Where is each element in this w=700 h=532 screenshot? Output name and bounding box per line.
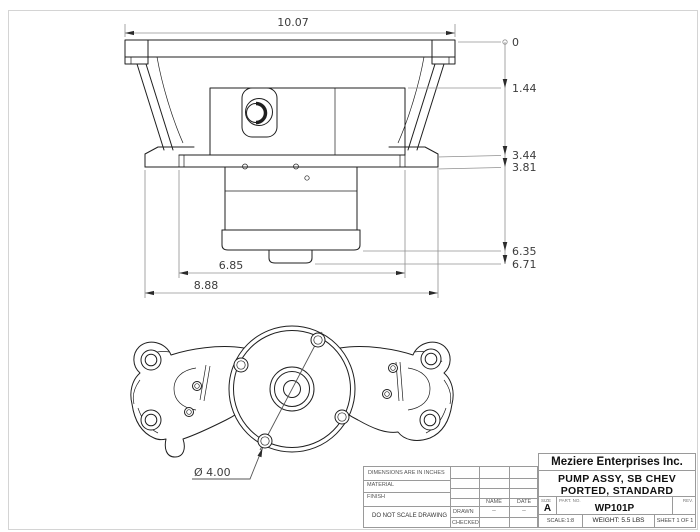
part-no-value: WP101P [594,503,635,514]
sheet-text: SHEET 1 OF 1 [656,518,694,524]
size-part-rev-row: SIZE A PART. NO. WP101P REV. [539,497,695,515]
date-header: DATE [516,499,532,505]
weight-text: WEIGHT: 5.5 LBS [592,517,645,524]
dim-inner-width: 6.85 [178,170,406,278]
ord-label-0: 0 [512,36,519,49]
dim-text-bolt-circle: Ø 4.00 [194,466,231,479]
checked-label: CHECKED [452,520,479,526]
units-note: DIMENSIONS ARE IN INCHES [368,470,445,476]
size-cell: SIZE A [539,497,557,514]
front-view [124,39,456,264]
drawn-label: DRAWN [453,509,474,515]
dim-outer-width: 8.88 [144,170,439,298]
ord-label-1: 1.44 [512,82,537,95]
drawing-title-line2: PORTED, STANDARD [560,485,674,497]
ord-label-2: 3.44 [512,149,537,162]
scale-text: SCALE:1:8 [546,518,575,524]
dim-bolt-circle: Ø 4.00 [192,447,263,480]
dim-text-inner-width: 6.85 [219,259,244,272]
left-ear [130,341,245,458]
weight-cell: WEIGHT: 5.5 LBS [583,515,655,527]
ord-label-5: 6.71 [512,258,537,271]
rev-label: REV. [682,498,693,503]
no-scale-note: DO NOT SCALE DRAWING [372,513,448,519]
size-value: A [543,503,552,514]
ord-label-4: 6.35 [512,245,537,258]
drawn-date-value: -- [522,508,526,514]
dim-text-overall-width: 10.07 [277,16,309,29]
scale-weight-sheet-row: SCALE:1:8 WEIGHT: 5.5 LBS SHEET 1 OF 1 [539,515,695,527]
drawing-title: PUMP ASSY, SB CHEV PORTED, STANDARD [539,471,695,497]
plan-view [130,325,454,458]
dim-text-outer-width: 8.88 [194,279,219,292]
company-name: Meziere Enterprises Inc. [539,454,695,471]
part-no-label: PART. NO. [559,498,581,503]
scale-cell: SCALE:1:8 [539,515,583,527]
drawing-title-line1: PUMP ASSY, SB CHEV [557,473,676,485]
sheet-cell: SHEET 1 OF 1 [655,515,695,527]
dim-overall-width: 10.07 [124,16,456,37]
ordinate-dimensions: 0 1.44 3.44 3.81 6.35 6.71 [315,36,537,271]
finish-label: FINISH [367,494,386,500]
size-label: SIZE [541,498,552,503]
name-header: NAME [486,499,502,505]
drawn-name-value: -- [492,508,496,514]
sheet-border-frame [8,10,698,530]
title-block-notes: DIMENSIONS ARE IN INCHES MATERIAL FINISH… [363,466,539,528]
title-block-main: Meziere Enterprises Inc. PUMP ASSY, SB C… [538,453,696,528]
part-no-cell: PART. NO. WP101P [557,497,673,514]
rev-cell: REV. [673,497,695,514]
material-label: MATERIAL [367,482,395,488]
ord-label-3: 3.81 [512,161,537,174]
